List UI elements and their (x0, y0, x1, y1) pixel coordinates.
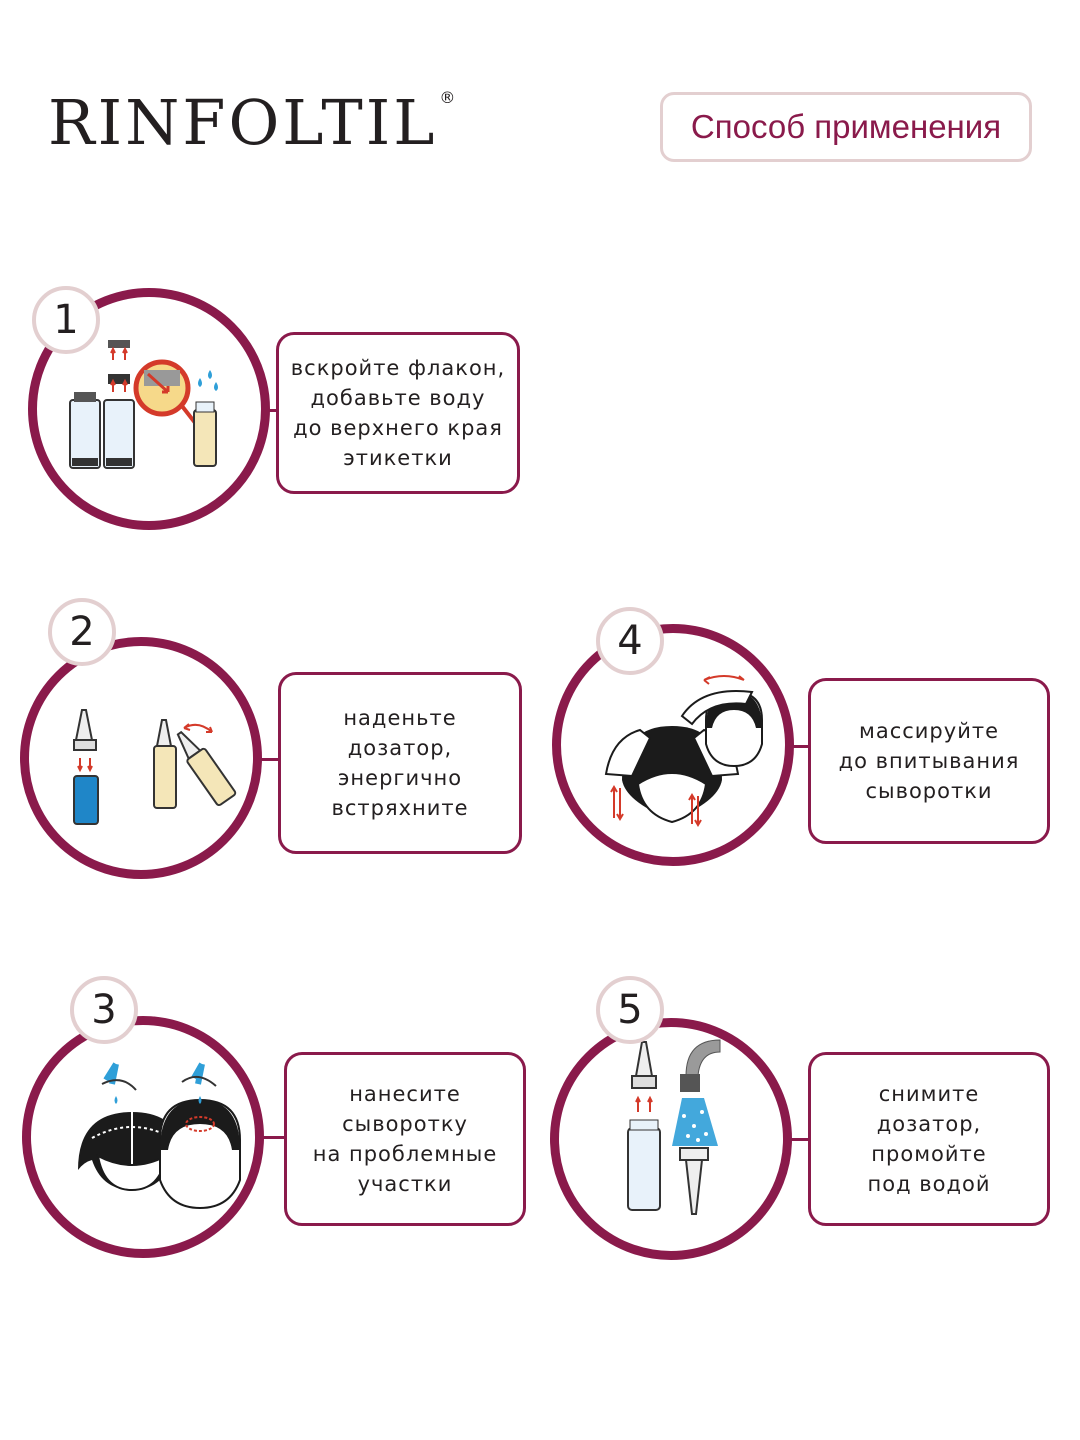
remove-rinse-dispenser-icon (627, 1039, 721, 1215)
step-2-line: энергично (337, 766, 463, 790)
brand-logo: RINFOLTIL ® (48, 90, 455, 154)
step-3-line: нанесите (349, 1082, 461, 1106)
step-2-line: встряхните (331, 796, 469, 820)
registered-mark: ® (439, 88, 456, 107)
step-4-line: массируйте (858, 719, 999, 743)
brand-name: RINFOLTIL (48, 86, 438, 159)
step-5-line: снимите (878, 1082, 980, 1106)
step-4-line: до впитывания (838, 749, 1020, 773)
step-2-connector (250, 758, 280, 761)
step-3-description: нанесите сыворотку на проблемные участки (284, 1052, 526, 1226)
step-4-line: сыворотки (865, 779, 993, 803)
step-2-line: наденьте (343, 706, 457, 730)
step-1-number: 1 (32, 286, 100, 354)
page-title: Способ применения (660, 92, 1032, 162)
step-5-description: снимите дозатор, промойте под водой (808, 1052, 1050, 1226)
step-2-circle (20, 637, 262, 879)
attach-dispenser-shake-icon (73, 709, 237, 825)
step-2-number: 2 (48, 598, 116, 666)
step-5-line: промойте (871, 1142, 987, 1166)
step-3-number: 3 (70, 976, 138, 1044)
apply-serum-scalp-icon (78, 1062, 241, 1210)
step-1-line: вскройте флакон, (290, 356, 506, 380)
step-4-description: массируйте до впитывания сыворотки (808, 678, 1050, 844)
step-5-line: под водой (867, 1172, 991, 1196)
step-5-circle (550, 1018, 792, 1260)
step-1-line: этикетки (343, 446, 453, 470)
step-3-connector (256, 1136, 286, 1139)
step-3-line: участки (357, 1172, 453, 1196)
step-2-description: наденьте дозатор, энергично встряхните (278, 672, 522, 854)
step-1-line: добавьте воду (310, 386, 486, 410)
step-3-line: на проблемные (312, 1142, 498, 1166)
step-2-line: дозатор, (347, 736, 453, 760)
step-1-description: вскройте флакон, добавьте воду до верхне… (276, 332, 520, 494)
step-5-number: 5 (596, 976, 664, 1044)
step-4-connector (780, 745, 810, 748)
step-1-line: до верхнего края (293, 416, 503, 440)
step-3-line: сыворотку (342, 1112, 468, 1136)
massage-scalp-icon (604, 675, 763, 827)
vial-open-add-water-icon (69, 340, 218, 469)
step-5-line: дозатор, (876, 1112, 982, 1136)
step-5-connector (782, 1138, 812, 1141)
step-4-number: 4 (596, 607, 664, 675)
